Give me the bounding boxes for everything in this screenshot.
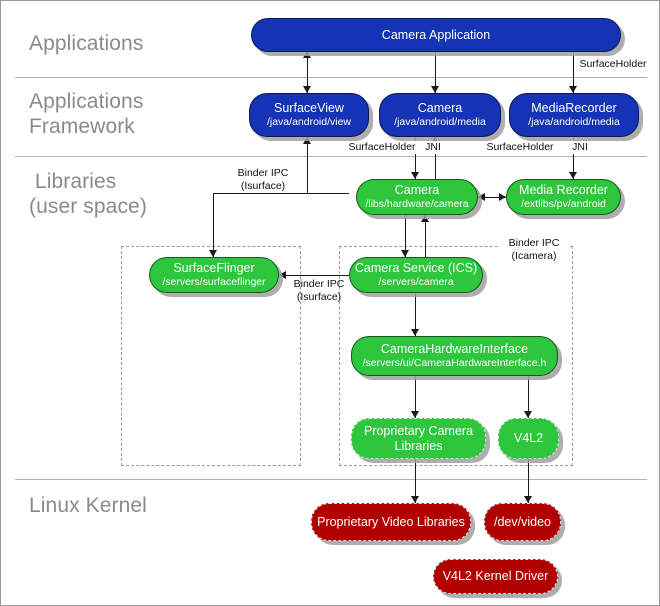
- edge-label-binder-ipc-icamera: Binder IPC (Icamera): [499, 237, 569, 262]
- camera-service-process-group: [339, 246, 573, 466]
- edge-chi-to-proprietary-camera-arrow: [411, 411, 419, 418]
- node-camera-hardware-interface[interactable]: CameraHardwareInterface /servers/ui/Came…: [351, 336, 558, 376]
- node-camera-hardware-interface-title: CameraHardwareInterface: [380, 342, 529, 356]
- node-camera-application-title: Camera Application: [381, 27, 491, 42]
- node-camera-java[interactable]: Camera /java/android/media: [379, 93, 501, 137]
- edge-camera-lib-media-recorder: [478, 197, 506, 198]
- edge-label-jni-recorder: JNI: [567, 141, 593, 154]
- node-surfaceflinger-subtitle: /servers/surfaceflinger: [162, 276, 266, 288]
- divider-applications: [15, 77, 647, 78]
- node-media-recorder-lib-subtitle: /extlibs/pv/android: [521, 198, 606, 210]
- edge-camera-java-to-lib: [415, 137, 416, 179]
- node-surfaceflinger[interactable]: SurfaceFlinger /servers/surfaceflinger: [149, 257, 279, 293]
- edge-service-to-surfaceflinger: [286, 275, 349, 276]
- edge-camera-lib-to-java: [435, 137, 436, 179]
- edge-label-jni-camera: JNI: [420, 141, 446, 154]
- edge-camera-lib-to-service-arrow: [401, 250, 409, 257]
- node-camera-lib-subtitle: /libs/hardware/camera: [365, 198, 469, 210]
- edge-app-surfaceview-arrow-down: [303, 86, 311, 93]
- surfaceflinger-process-group: [121, 246, 301, 466]
- edge-app-mediarecorder-arrow: [569, 86, 577, 93]
- node-surfaceview-title: SurfaceView: [274, 101, 344, 115]
- divider-applications-framework: [15, 156, 647, 157]
- node-camera-lib-title: Camera: [394, 183, 440, 197]
- edge-binder-isurface-vertical: [213, 193, 214, 257]
- edge-proprietary-camera-to-video: [415, 459, 416, 503]
- node-camera-java-title: Camera: [417, 101, 463, 115]
- edge-chi-to-proprietary-camera: [415, 376, 416, 418]
- edge-camera-lib-to-service: [405, 215, 406, 257]
- divider-libraries: [15, 479, 647, 480]
- node-surfaceview-subtitle: /java/android/view: [266, 116, 352, 128]
- node-mediarecorder[interactable]: MediaRecorder /java/android/media: [509, 93, 639, 137]
- node-camera-service-title: Camera Service (ICS): [354, 261, 478, 275]
- node-camera-application[interactable]: Camera Application: [251, 18, 621, 52]
- node-media-recorder-lib-title: Media Recorder: [519, 183, 608, 197]
- node-camera-service[interactable]: Camera Service (ICS) /servers/camera: [349, 257, 483, 293]
- node-mediarecorder-title: MediaRecorder: [531, 101, 617, 115]
- section-label-libraries: Libraries (user space): [29, 170, 147, 218]
- node-media-recorder-lib[interactable]: Media Recorder /extlibs/pv/android: [506, 179, 621, 215]
- edge-camera-lib-to-java-arrow: [431, 137, 439, 144]
- edge-app-surfaceview: [307, 51, 308, 93]
- edge-mediarecorder-to-lib: [573, 137, 574, 179]
- node-proprietary-video-libraries[interactable]: Proprietary Video Libraries: [311, 503, 471, 541]
- node-v4l2[interactable]: V4L2: [498, 418, 559, 459]
- node-camera-lib[interactable]: Camera /libs/hardware/camera: [356, 179, 478, 215]
- node-proprietary-camera-libraries[interactable]: Proprietary Camera Libraries: [351, 418, 486, 459]
- edge-surfaceview-up: [307, 137, 308, 193]
- node-surfaceview[interactable]: SurfaceView /java/android/view: [249, 93, 369, 137]
- node-v4l2-kernel-driver-title: V4L2 Kernel Driver: [442, 569, 549, 583]
- edge-service-to-camera-lib: [425, 215, 426, 257]
- node-camera-java-subtitle: /java/android/media: [394, 116, 486, 128]
- edge-label-surfaceholder-camera: SurfaceHolder: [348, 141, 416, 154]
- edge-chi-to-v4l2-arrow: [524, 411, 532, 418]
- section-label-applications: Applications: [29, 32, 144, 55]
- node-mediarecorder-subtitle: /java/android/media: [528, 116, 620, 128]
- edge-v4l2-to-dev-video: [528, 459, 529, 503]
- node-dev-video[interactable]: /dev/video: [484, 503, 561, 541]
- node-proprietary-camera-libraries-title: Proprietary Camera Libraries: [363, 423, 474, 453]
- edge-mediarecorder-to-lib-arrow: [569, 172, 577, 179]
- edge-app-camera-java: [435, 51, 436, 93]
- edge-camera-lib-media-recorder-arrow-right: [499, 193, 506, 201]
- section-label-linux-kernel: Linux Kernel: [29, 494, 147, 517]
- edge-chi-to-v4l2: [528, 376, 529, 418]
- edge-binder-isurface-arrow: [209, 250, 217, 257]
- edge-label-binder-ipc-isurface-top: Binder IPC (Isurface): [227, 167, 299, 192]
- edge-service-to-chi-arrow: [411, 329, 419, 336]
- section-label-applications-framework: Applications Framework: [29, 90, 144, 138]
- edge-proprietary-camera-to-video-arrow: [411, 496, 419, 503]
- edge-binder-isurface-horizontal: [213, 193, 349, 194]
- edge-camera-lib-media-recorder-arrow-left: [478, 193, 485, 201]
- node-camera-service-subtitle: /servers/camera: [378, 276, 454, 288]
- node-camera-hardware-interface-subtitle: /servers/ui/CameraHardwareInterface.h: [362, 357, 547, 369]
- edge-label-surfaceholder-app: SurfaceHolder: [579, 58, 647, 71]
- edge-app-mediarecorder: [573, 51, 574, 93]
- edge-service-to-surfaceflinger-arrow: [279, 271, 286, 279]
- edge-label-surfaceholder-recorder: SurfaceHolder: [486, 141, 554, 154]
- node-proprietary-video-libraries-title: Proprietary Video Libraries: [317, 514, 465, 529]
- edge-app-surfaceview-arrow-up: [303, 51, 311, 58]
- node-v4l2-kernel-driver[interactable]: V4L2 Kernel Driver: [433, 559, 558, 594]
- edge-surfaceview-up-arrow: [303, 137, 311, 144]
- edge-service-to-camera-lib-arrow: [421, 215, 429, 222]
- edge-v4l2-to-dev-video-arrow: [524, 496, 532, 503]
- edge-app-camera-java-arrow: [431, 86, 439, 93]
- node-dev-video-title: /dev/video: [494, 514, 551, 529]
- node-v4l2-title: V4L2: [513, 431, 544, 445]
- edge-camera-java-to-lib-arrow: [411, 172, 419, 179]
- node-surfaceflinger-title: SurfaceFlinger: [173, 261, 255, 275]
- edge-label-binder-ipc-isurface-mid: Binder IPC (Isurface): [293, 278, 345, 303]
- edge-service-to-chi: [415, 293, 416, 336]
